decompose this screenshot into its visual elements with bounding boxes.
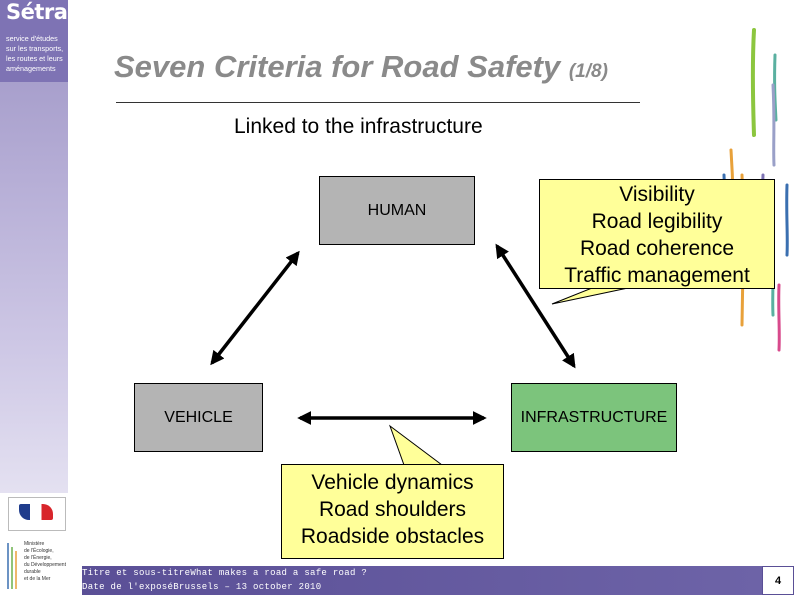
- ministry-logo: Ministère de l'Écologie, de l'Énergie, d…: [0, 493, 68, 595]
- sidebar-panel: Sétra service d'études sur les transport…: [0, 0, 68, 595]
- callout-infrastructure-criteria: Visibility Road legibility Road coherenc…: [539, 179, 775, 289]
- node-human: HUMAN: [319, 176, 475, 245]
- criterion-item: Road shoulders: [318, 498, 467, 521]
- logo-line: aménagements: [6, 64, 56, 73]
- ministry-stripes-icon: [7, 543, 17, 589]
- republic-emblem: [8, 497, 66, 531]
- criterion-item: Visibility: [619, 183, 695, 206]
- slide-subtitle: Linked to the infrastructure: [234, 115, 483, 138]
- logo-line: service d'études: [6, 34, 58, 43]
- criterion-item: Road legibility: [591, 210, 723, 233]
- footer-notch: [68, 566, 82, 595]
- criterion-item: Roadside obstacles: [300, 525, 485, 548]
- ministry-text: Ministère de l'Écologie, de l'Énergie, d…: [24, 541, 68, 583]
- marianne-icon: [19, 504, 53, 520]
- criterion-item: Road coherence: [579, 237, 735, 260]
- criterion-item: Vehicle dynamics: [311, 471, 474, 494]
- callout-infra-pointer: [551, 287, 629, 305]
- node-infrastructure: INFRASTRUCTURE: [511, 383, 677, 452]
- ministry-line: du Développement: [24, 562, 66, 568]
- slide-title: Seven Criteria for Road Safety (1/8): [114, 49, 608, 85]
- logo-line: les routes et leurs: [6, 54, 63, 63]
- callout-vehicle-criteria: Vehicle dynamics Road shoulders Roadside…: [281, 464, 504, 559]
- footer-bar: [68, 566, 794, 595]
- ministry-line: durable: [24, 569, 41, 575]
- node-vehicle: VEHICLE: [134, 383, 263, 452]
- slide-pager: (1/8): [568, 61, 608, 82]
- setra-logo: Sétra service d'études sur les transport…: [0, 0, 68, 82]
- page-number: 4: [762, 566, 794, 595]
- logo-name: Sétra: [6, 0, 68, 24]
- slide-title-text: Seven Criteria for Road Safety: [114, 49, 561, 84]
- footer-title: Titre et sous-titreWhat makes a road a s…: [82, 568, 368, 578]
- arrow-human-vehicle: [210, 250, 300, 366]
- ministry-line: de l'Énergie,: [24, 555, 52, 561]
- logo-line: sur les transports,: [6, 44, 64, 53]
- footer-date: Date de l'exposéBrussels – 13 october 20…: [82, 582, 322, 592]
- ministry-line: Ministère: [24, 541, 45, 547]
- criterion-item: Traffic management: [564, 264, 750, 287]
- arrow-human-infrastructure: [495, 243, 576, 369]
- callout-vehicle-pointer: [388, 424, 444, 466]
- ministry-line: et de la Mer: [24, 576, 51, 582]
- title-divider: [116, 102, 640, 103]
- ministry-line: de l'Écologie,: [24, 548, 54, 554]
